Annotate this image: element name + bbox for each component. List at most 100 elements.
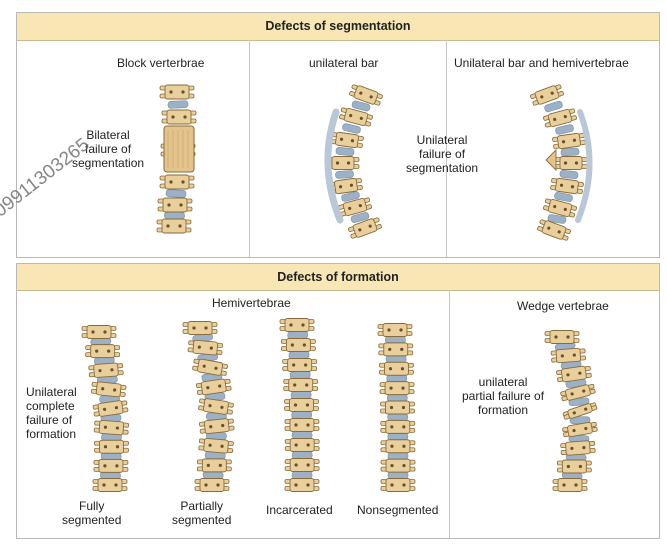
- unilateral-partial-failure-note: unilateral partial failure of formation: [462, 375, 544, 417]
- disc-shape: [559, 170, 579, 179]
- vertebra: [537, 219, 571, 241]
- foramen-dot: [572, 353, 576, 357]
- vertebral-body: [565, 384, 591, 401]
- foramen-dot: [305, 403, 310, 407]
- foramen-dot: [95, 349, 99, 353]
- foramen-dot: [306, 423, 310, 427]
- vertebra: [349, 84, 383, 106]
- vertebral-body: [203, 418, 230, 435]
- foramen-dot: [566, 464, 570, 469]
- vertebral-body: [203, 437, 229, 454]
- foramen-dot: [401, 405, 406, 410]
- vertebra: [377, 323, 413, 337]
- vertebra: [380, 419, 416, 434]
- foramen-dot: [221, 423, 225, 428]
- foramen-dot: [101, 387, 105, 391]
- vertebra: [552, 478, 588, 492]
- disc-shape: [167, 100, 189, 109]
- foramen-dot: [179, 203, 183, 207]
- foramen-dot: [220, 405, 224, 409]
- vertebra: [554, 156, 588, 170]
- vertebra: [378, 342, 414, 357]
- foramen-dot: [183, 115, 187, 119]
- disc-shape: [165, 189, 187, 198]
- vertebra: [284, 418, 320, 432]
- foramen-dot: [584, 407, 588, 411]
- disc: [335, 170, 354, 179]
- foramen-dot: [209, 346, 213, 350]
- formation-divider: [449, 290, 450, 538]
- vertebral-body: [561, 459, 587, 474]
- fused-body: [163, 125, 195, 173]
- foramen-dot: [561, 140, 566, 144]
- foramen-dot: [359, 91, 363, 95]
- unilateral-bar-strip: [575, 109, 593, 223]
- vertebral-body: [557, 132, 581, 150]
- vertebral-body: [98, 420, 125, 436]
- vertebra: [326, 156, 360, 170]
- foramen-dot: [306, 463, 310, 467]
- foramen-dot: [181, 180, 185, 184]
- vertebral-body: [288, 378, 314, 392]
- caption-incarcerated: Incarcerated: [266, 503, 333, 517]
- disc-shape: [335, 170, 354, 179]
- vertebra: [380, 439, 416, 454]
- hemivertebrae-title: Hemivertebrae: [212, 296, 291, 310]
- vertebra: [530, 84, 564, 106]
- foramen-dot: [192, 326, 196, 330]
- foramen-dot: [574, 161, 579, 165]
- note-line: failure of: [85, 142, 132, 156]
- formation-header: Defects of formation: [17, 264, 659, 291]
- vertebral-body: [385, 458, 411, 473]
- vertebral-body: [289, 478, 315, 492]
- note-line: failure of: [26, 413, 73, 427]
- caption-nonsegmented: Nonsegmented: [357, 503, 439, 517]
- foramen-dot: [578, 371, 582, 375]
- vertebra: [284, 478, 320, 492]
- foramen-dot: [349, 113, 353, 118]
- vertebra: [92, 400, 129, 417]
- disc-shape: [341, 191, 360, 202]
- vertebral-body: [534, 85, 560, 105]
- foramen-dot: [206, 463, 210, 467]
- foramen-dot: [339, 137, 344, 141]
- vertebra: [379, 381, 415, 396]
- foramen-dot: [107, 349, 111, 353]
- bilateral-failure-note: Bilateral failure of segmentation: [72, 128, 144, 170]
- foramen-dot: [293, 403, 298, 407]
- vertebral-body: [90, 344, 116, 359]
- segmentation-divider-2: [446, 40, 447, 257]
- vertebra: [379, 361, 414, 376]
- note-line: failure of: [419, 147, 466, 161]
- foramen-dot: [166, 224, 170, 228]
- foramen-dot: [550, 91, 554, 95]
- vertebral-body: [567, 403, 593, 419]
- disc: [165, 189, 187, 198]
- vertebra: [157, 197, 193, 213]
- vertebral-body: [385, 478, 411, 492]
- block-vertebrae-title: Block verterbrae: [117, 56, 205, 70]
- foramen-dot: [304, 363, 308, 367]
- disc: [555, 124, 574, 135]
- disc: [350, 212, 370, 223]
- vertebra: [92, 478, 128, 492]
- note-line: unilateral: [478, 375, 528, 389]
- foramen-dot: [389, 405, 394, 410]
- vertebral-body: [384, 361, 409, 376]
- foramen-dot: [572, 138, 577, 142]
- vertebral-body: [166, 109, 192, 125]
- foramen-dot: [103, 425, 108, 429]
- note-line: segmentation: [406, 161, 479, 175]
- vertebral-body: [384, 381, 410, 396]
- foramen-dot: [559, 183, 564, 187]
- vertebral-body: [201, 458, 227, 473]
- vertebra: [284, 398, 319, 412]
- vertebra: [560, 440, 596, 456]
- vertebra: [159, 84, 195, 100]
- vertebral-body: [289, 418, 315, 432]
- foramen-dot: [204, 483, 208, 487]
